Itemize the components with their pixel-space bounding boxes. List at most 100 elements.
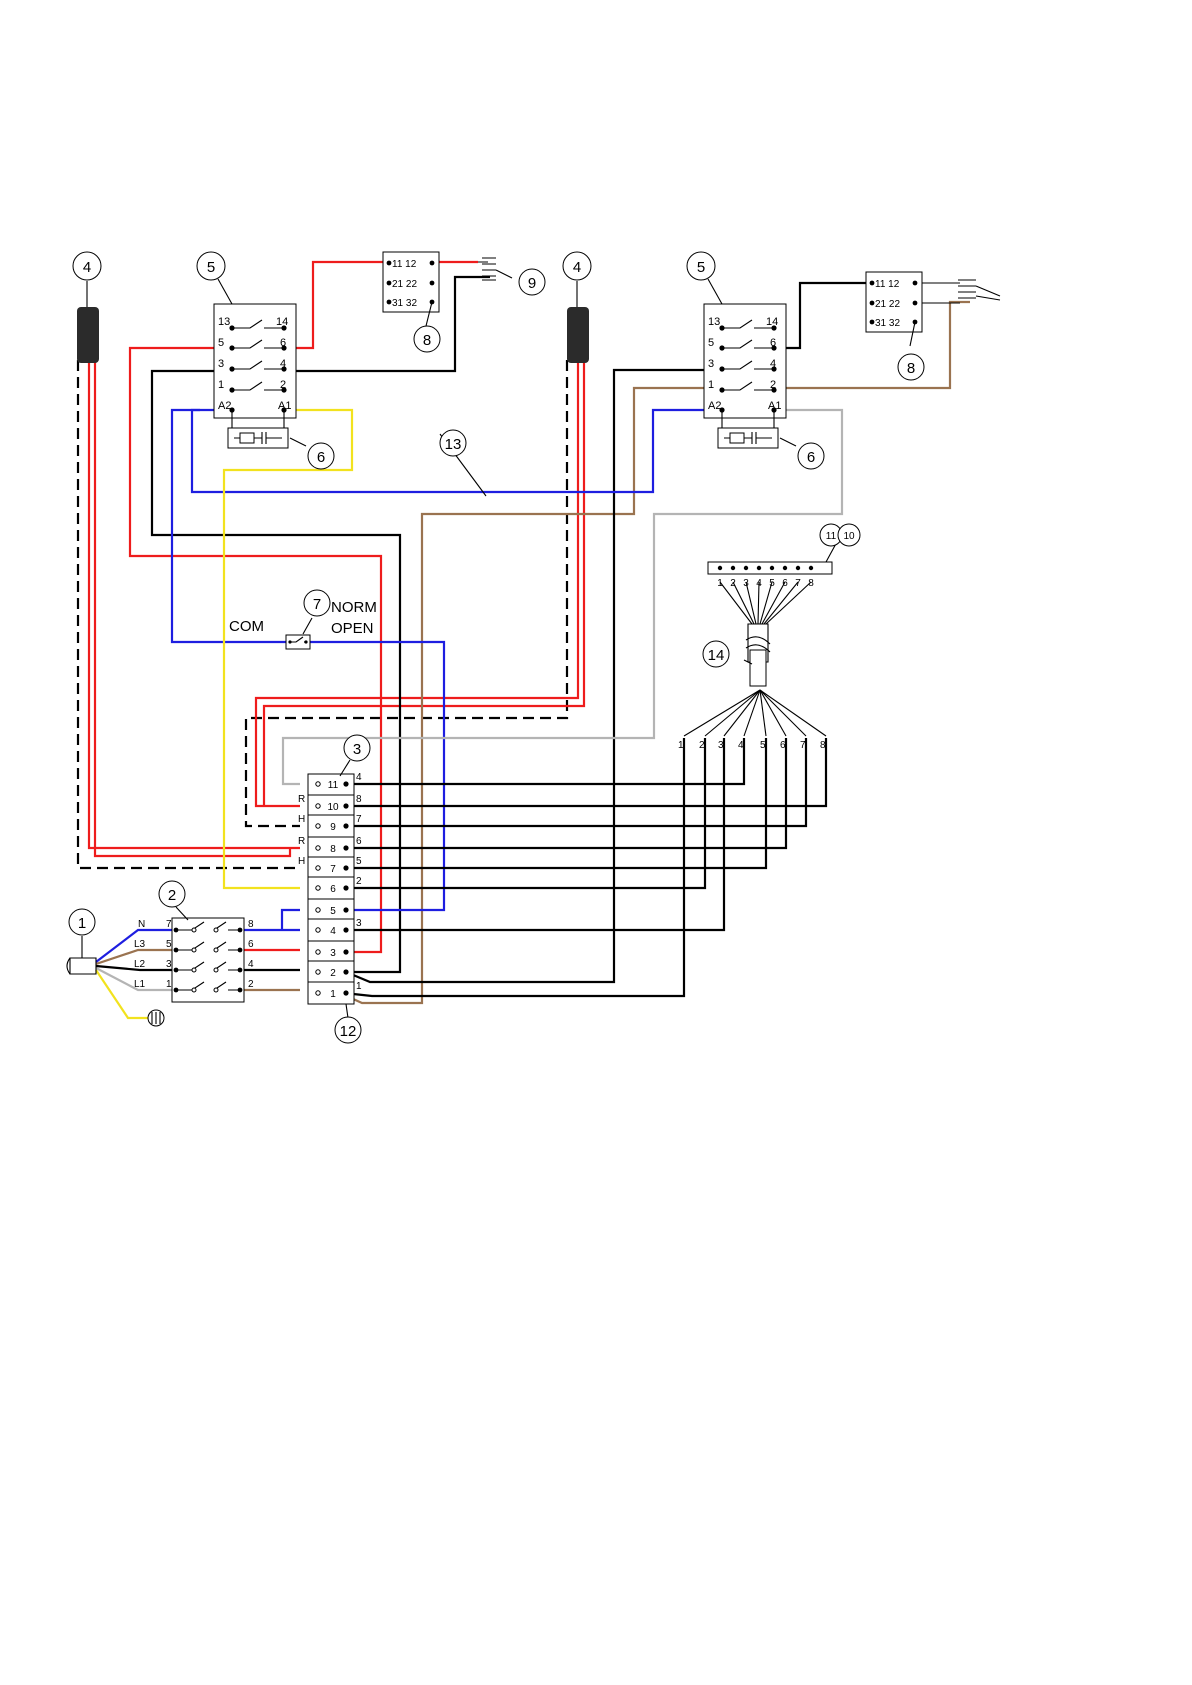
svg-text:11 12: 11 12: [875, 279, 900, 290]
switch-pole-pivot: [192, 928, 196, 932]
wire-blue-terminal4-terminal5: [282, 910, 300, 930]
label-l2: L2: [134, 959, 146, 970]
switch-pole-left-number: 3: [166, 959, 172, 970]
connector-pin-number: 1: [717, 578, 723, 589]
svg-text:13: 13: [708, 316, 720, 328]
terminal-right-screw: [343, 845, 348, 850]
wire-yellow-earth: [96, 970, 148, 1018]
callout-4-right: 4: [563, 252, 591, 280]
svg-text:13: 13: [445, 436, 462, 453]
switch-pole-pivot: [214, 988, 218, 992]
svg-text:4: 4: [83, 259, 91, 276]
terminal-right-mark: 6: [356, 836, 362, 847]
terminal-left-screw: [316, 866, 320, 870]
svg-text:31 32: 31 32: [392, 298, 417, 309]
wire-red-contactor6-aux11: [284, 262, 388, 348]
terminal-right-screw: [343, 865, 348, 870]
aux-contact-block-left: 11 12 21 22 31 32: [383, 252, 439, 326]
svg-text:12: 12: [340, 1023, 357, 1040]
wire-term10-fan8: [340, 738, 826, 806]
terminal-number: 10: [327, 802, 339, 813]
switch-pole-left-number: 1: [166, 979, 172, 990]
connector-pin: [783, 566, 787, 570]
callout-14: 14: [703, 641, 729, 667]
terminal-right-mark: 5: [356, 856, 362, 867]
terminal-number: 6: [330, 884, 336, 895]
terminal-number: 3: [330, 948, 336, 959]
svg-text:1: 1: [708, 379, 714, 391]
callout-9: 9: [519, 269, 545, 295]
switch-pole-pivot: [214, 968, 218, 972]
switch-pole-right-number: 2: [248, 979, 254, 990]
switch-pole-pivot: [214, 928, 218, 932]
switch-pole-pivot: [192, 948, 196, 952]
contactor-right: 13 14 5 6 3 4 1 2 A2 A1: [704, 304, 796, 448]
connector-pin-number: 7: [795, 578, 801, 589]
svg-text:1: 1: [78, 915, 86, 932]
fan-out-lines: [684, 690, 826, 736]
svg-text:3: 3: [353, 741, 361, 758]
wire-term6-fan2: [340, 738, 705, 888]
multicore-cable: [744, 624, 770, 686]
callout-5-right: 5: [687, 252, 715, 280]
svg-text:31 32: 31 32: [875, 318, 900, 329]
label-l3: L3: [134, 939, 146, 950]
terminal-right-screw: [343, 969, 348, 974]
svg-text:5: 5: [207, 259, 215, 276]
wire-term4-fan3: [340, 738, 724, 930]
svg-text:11: 11: [826, 531, 837, 542]
svg-text:2: 2: [168, 887, 176, 904]
svg-text:9: 9: [528, 275, 536, 292]
connector-pin: [744, 566, 748, 570]
connector-pin-number: 8: [808, 578, 814, 589]
terminal-right-mark: 1: [356, 981, 362, 992]
fan-wire-number: 1: [678, 740, 684, 751]
fan-wire-number: 8: [820, 740, 826, 751]
fan-wire-number: 2: [699, 740, 705, 751]
svg-text:4: 4: [573, 259, 581, 276]
terminal-right-screw: [343, 803, 348, 808]
terminal-left-mark: R: [298, 794, 305, 805]
norm-label: NORM: [331, 599, 377, 616]
level-switch: [286, 618, 312, 649]
fan-wire-number: 4: [738, 740, 744, 751]
terminal-number: 1: [330, 989, 336, 1000]
terminal-number: 7: [330, 864, 336, 875]
terminal-right-screw: [343, 781, 348, 786]
svg-text:3: 3: [218, 358, 224, 370]
svg-text:8: 8: [907, 360, 915, 377]
switch-pole-left-number: 5: [166, 939, 172, 950]
terminal-left-mark: R: [298, 836, 305, 847]
terminal-right-mark: 8: [356, 794, 362, 805]
terminal-left-screw: [316, 908, 320, 912]
earth-icon: [148, 1010, 164, 1026]
terminal-number: 9: [330, 822, 336, 833]
switch-pole-pivot: [192, 988, 196, 992]
switch-pole-pivot: [214, 948, 218, 952]
terminal-left-screw: [316, 950, 320, 954]
terminal-left-screw: [316, 804, 320, 808]
callout-1: 1: [69, 909, 95, 935]
svg-text:21 22: 21 22: [875, 299, 900, 310]
connector-pin-number: 3: [743, 578, 749, 589]
connector-pin: [770, 566, 774, 570]
callout-6-right: 6: [798, 443, 824, 469]
terminal-left-screw: [316, 928, 320, 932]
aux-contact-block-right: 11 12 21 22 31 32: [866, 272, 922, 346]
terminal-left-mark: H: [298, 814, 305, 825]
switch-pole-right-number: 4: [248, 959, 254, 970]
fan-wire-number: 3: [718, 740, 724, 751]
switch-pole-left-number: 7: [166, 919, 172, 930]
wire-term9-fan7: [340, 738, 806, 826]
svg-text:13: 13: [218, 316, 230, 328]
connector-pin-number: 2: [730, 578, 736, 589]
connector-pin-number: 4: [756, 578, 762, 589]
supply-cable: [67, 936, 96, 974]
svg-text:7: 7: [313, 596, 321, 613]
callout-5-left: 5: [197, 252, 225, 280]
connector-pin-number: 5: [769, 578, 775, 589]
callout-3: 3: [344, 735, 370, 761]
terminal-left-screw: [316, 824, 320, 828]
